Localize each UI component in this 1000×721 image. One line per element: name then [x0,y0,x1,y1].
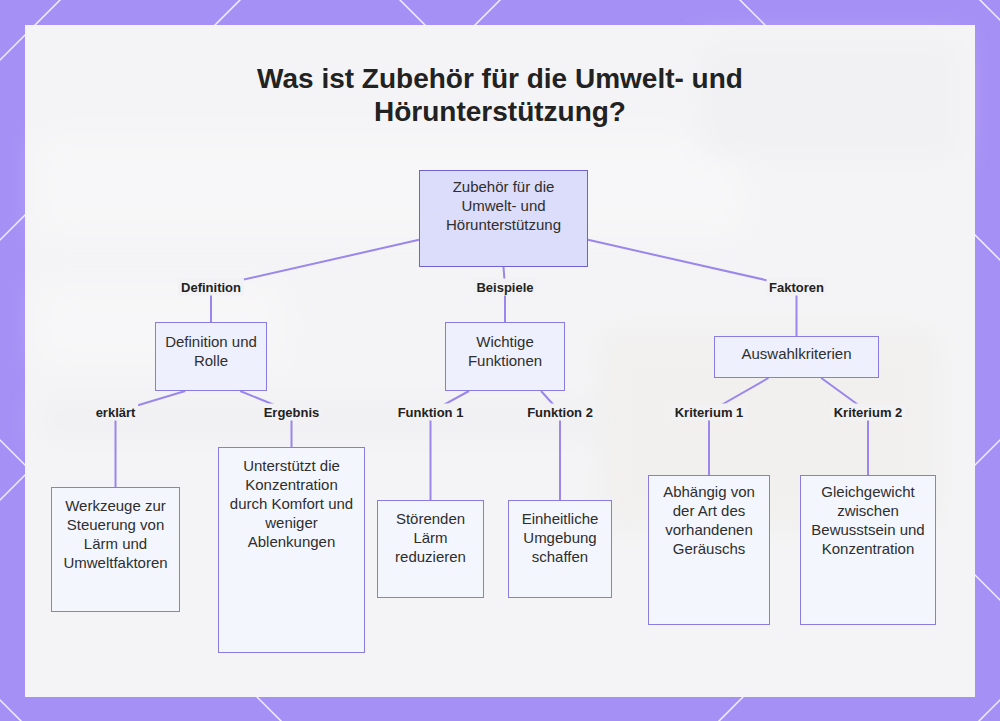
edge-label: Faktoren [766,279,827,296]
box-text: Werkzeuge zur Steuerung von Lärm und Umw… [61,496,170,572]
edge-label: Kriterium 1 [672,404,747,421]
concept-box: Gleichgewicht zwischen Bewusstsein und K… [800,475,936,625]
box-text: Definition und Rolle [165,332,257,370]
box-text: Unterstützt die Konzentration durch Komf… [228,456,355,551]
box-text: Einheitliche Umgebung schaffen [518,509,602,566]
concept-box: Auswahlkriterien [714,336,879,378]
edge-label: Funktion 2 [524,404,596,421]
edge-label: Beispiele [473,279,536,296]
root-box: Zubehör für die Umwelt- und Hörunterstüt… [419,170,588,267]
box-text: Wichtige Funktionen [455,332,555,370]
concept-box: Störenden Lärm reduzieren [377,500,484,598]
box-text: Auswahlkriterien [724,344,869,363]
edge-label: erklärt [93,404,139,421]
concept-box: Definition und Rolle [155,322,267,391]
diagram-title: Was ist Zubehör für die Umwelt- und Höru… [170,62,830,128]
card-veil [25,25,975,697]
concept-box: Einheitliche Umgebung schaffen [508,500,612,598]
concept-box: Unterstützt die Konzentration durch Komf… [218,447,365,653]
connector-line [821,378,868,475]
concept-box: Werkzeuge zur Steuerung von Lärm und Umw… [51,487,180,612]
box-text: Gleichgewicht zwischen Bewusstsein und K… [810,482,926,558]
edge-label: Definition [178,279,244,296]
concept-box: Wichtige Funktionen [445,322,565,391]
edge-label: Funktion 1 [395,404,467,421]
edge-label: Kriterium 2 [831,404,906,421]
concept-box: Abhängig von der Art des vorhandenen Ger… [648,475,770,625]
card-ground [25,25,975,697]
box-text: Abhängig von der Art des vorhandenen Ger… [658,482,760,558]
box-text: Zubehör für die Umwelt- und Hörunterstüt… [429,177,578,234]
edge-label: Ergebnis [261,404,323,421]
connector-line [709,378,768,475]
box-text: Störenden Lärm reduzieren [387,509,474,566]
